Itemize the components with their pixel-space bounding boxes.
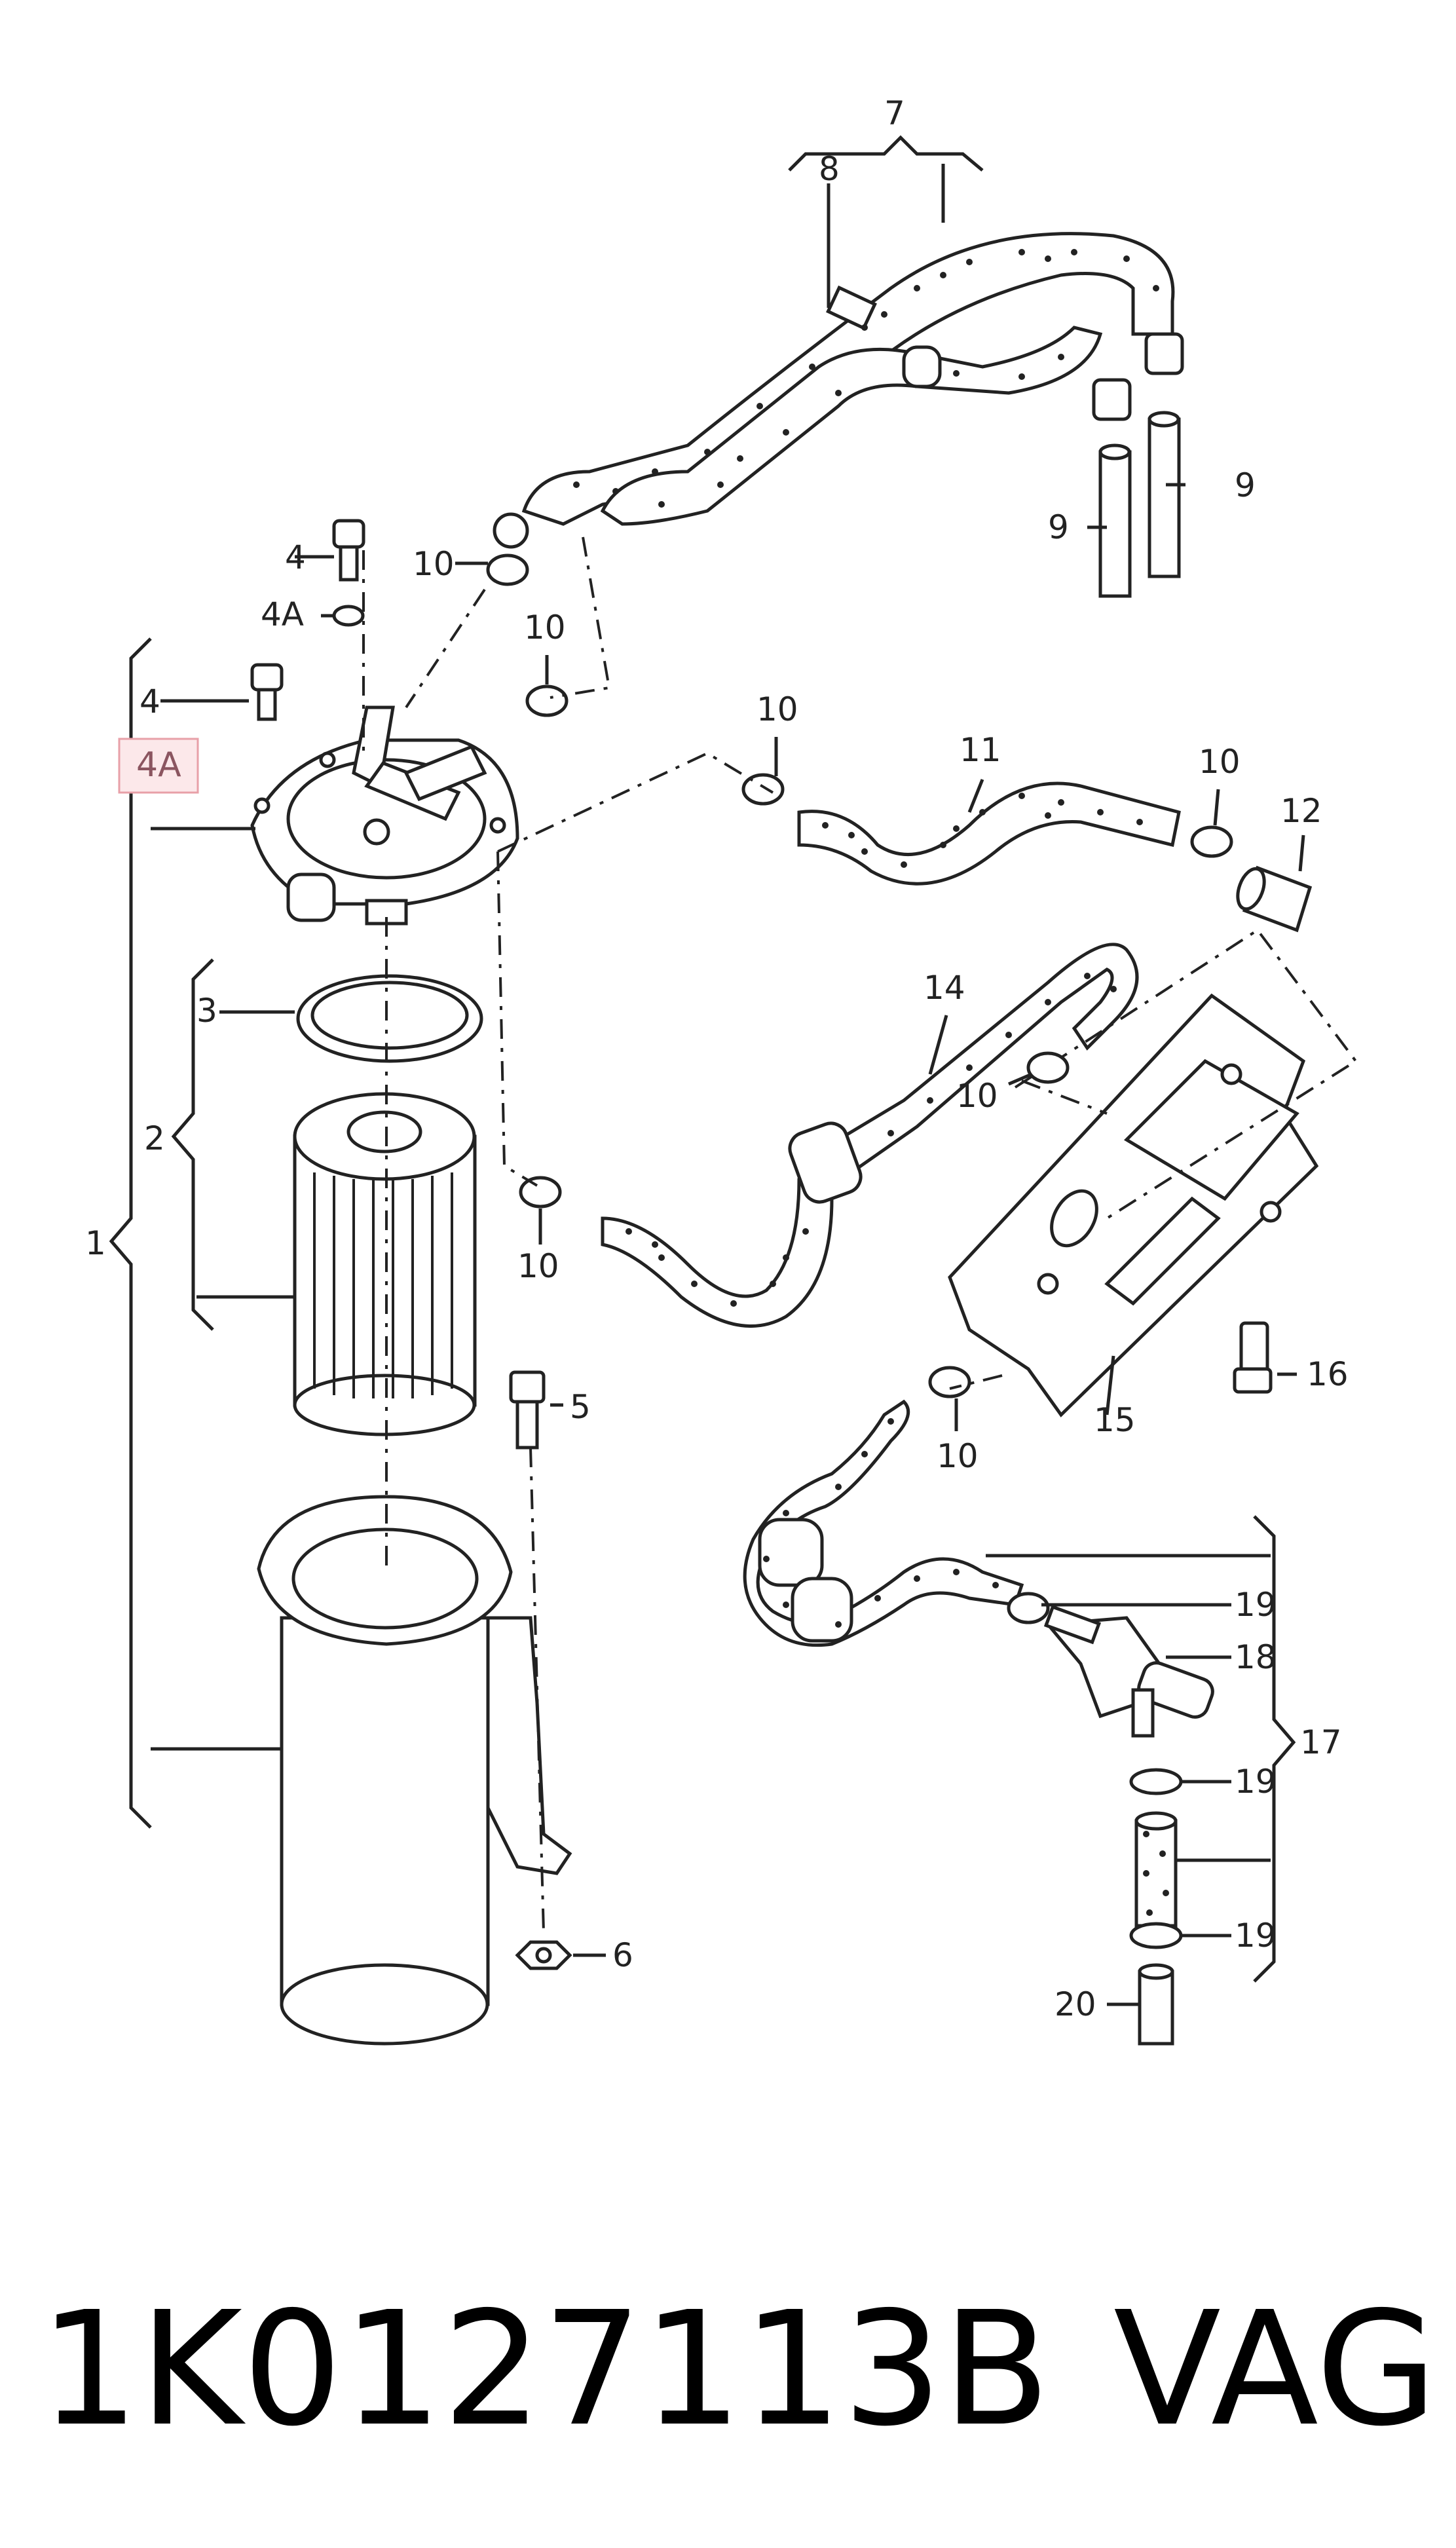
filter-housing-lid (250, 705, 519, 926)
bracket-group-2 (171, 958, 214, 1331)
hose-group-17 (743, 1399, 1024, 1647)
callout-20: 20 (1055, 1985, 1096, 2023)
hose-11 (797, 781, 1181, 886)
bolt-5 (509, 1370, 546, 1450)
hose-14 (601, 943, 1139, 1328)
callout-10-g: 10 (937, 1437, 979, 1475)
bracket-group-1 (109, 637, 152, 1829)
callout-14: 14 (924, 969, 965, 1007)
callout-9-left: 9 (1048, 508, 1069, 546)
callout-17: 17 (1300, 1723, 1342, 1761)
bracket-15 (948, 993, 1319, 1417)
callout-10-d: 10 (1199, 743, 1241, 781)
brand-name: VAG (1113, 2277, 1438, 2461)
pipes-9 (1098, 411, 1181, 598)
bolt-4-left (250, 663, 284, 721)
filter-housing (257, 1495, 572, 2046)
pipe-12 (1236, 865, 1313, 933)
callout-numbers: 7 8 9 9 4 10 4A 10 4 10 11 10 4A 12 14 3… (85, 94, 1349, 2023)
callout-12: 12 (1280, 792, 1322, 830)
callout-4-left: 4 (140, 683, 160, 721)
bracket-17 (1253, 1515, 1296, 1983)
bracket-15-dashed-outline (1014, 928, 1358, 1220)
callout-2: 2 (144, 1119, 165, 1157)
callout-10-c: 10 (756, 690, 798, 728)
callout-10-a: 10 (413, 545, 455, 583)
nut-6 (515, 1940, 572, 1970)
callout-19-a: 19 (1235, 1586, 1277, 1624)
callout-1: 1 (85, 1224, 106, 1262)
callout-7: 7 (884, 94, 905, 132)
hose-segment-17 (1134, 1811, 1178, 1928)
callout-16: 16 (1307, 1355, 1349, 1393)
valve-18 (1043, 1605, 1214, 1738)
callout-6: 6 (612, 1936, 633, 1974)
bracket-7 (788, 135, 984, 172)
callout-5: 5 (570, 1388, 591, 1426)
pipe-20 (1138, 1963, 1174, 2046)
callout-8: 8 (819, 150, 840, 188)
callout-4A: 4A (261, 595, 304, 633)
part-number: 1K0127113B (39, 2277, 1051, 2461)
callout-19-c: 19 (1235, 1917, 1277, 1955)
routing-lines (405, 536, 1108, 1390)
hose-group-7 (493, 232, 1184, 549)
bolt-4-top (332, 519, 365, 582)
clamps (486, 553, 1233, 1949)
callout-15: 15 (1094, 1401, 1136, 1439)
callout-19-b: 19 (1235, 1763, 1277, 1801)
callout-18: 18 (1235, 1638, 1277, 1676)
leader-lines (151, 164, 1305, 2006)
highlight-label-4A: 4A (136, 745, 181, 785)
footer: 1K0127113B VAG (39, 2277, 1438, 2461)
washer-4A (332, 605, 365, 627)
callout-10-b: 10 (524, 609, 566, 646)
callout-10-e: 10 (956, 1077, 998, 1115)
callout-3: 3 (196, 992, 217, 1030)
callout-11: 11 (960, 731, 1001, 769)
sealing-ring (296, 974, 483, 1063)
filter-element (293, 1092, 477, 1436)
callout-10-f: 10 (517, 1247, 559, 1285)
highlight-box-4A[interactable] (118, 738, 199, 794)
callout-9-right: 9 (1235, 466, 1256, 504)
bolt-16 (1233, 1321, 1273, 1394)
callout-4-top: 4 (285, 538, 306, 576)
